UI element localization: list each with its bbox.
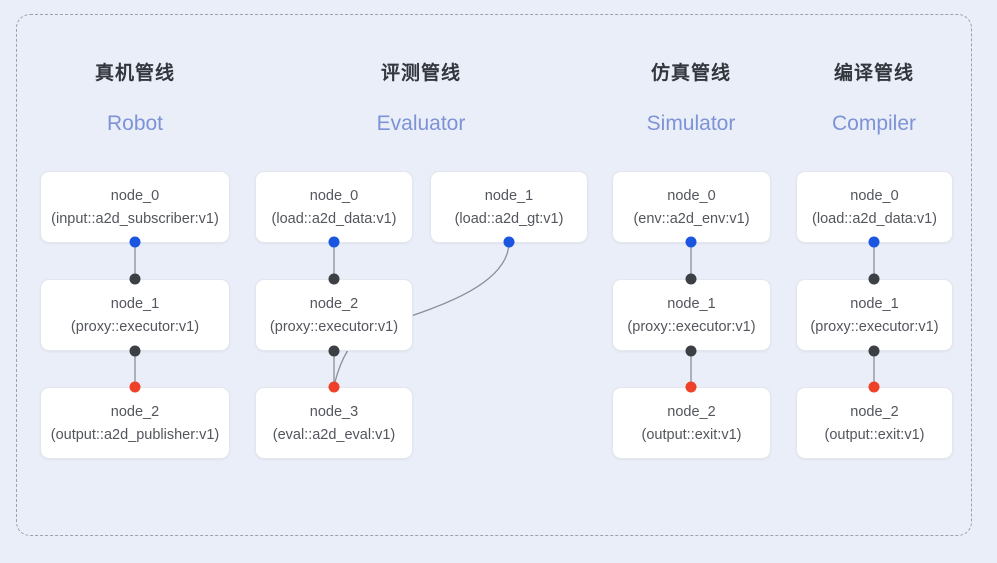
port-out-simulator-node_1[interactable] — [685, 345, 697, 357]
node-label-name: node_0 — [850, 187, 899, 204]
port-in-compiler-node_1[interactable] — [868, 273, 880, 285]
node-label-spec: (proxy::executor:v1) — [627, 318, 756, 335]
node-label-spec: (load::a2d_data:v1) — [812, 210, 937, 227]
node-robot-node_1[interactable]: node_1 (proxy::executor:v1) — [40, 279, 230, 351]
port-out-robot-node_1[interactable] — [129, 345, 141, 357]
port-in-simulator-node_2[interactable] — [685, 381, 697, 393]
node-label-name: node_0 — [309, 187, 359, 204]
node-simulator-node_2[interactable]: node_2 (output::exit:v1) — [612, 387, 771, 459]
node-simulator-node_0[interactable]: node_0 (env::a2d_env:v1) — [612, 171, 771, 243]
port-in-simulator-node_1[interactable] — [685, 273, 697, 285]
node-evaluator-node_2[interactable]: node_2 (proxy::executor:v1) — [255, 279, 413, 351]
port-out-evaluator-node_0[interactable] — [328, 236, 340, 248]
port-in-compiler-node_2[interactable] — [868, 381, 880, 393]
node-label-name: node_2 — [309, 295, 359, 312]
node-evaluator-node_0[interactable]: node_0 (load::a2d_data:v1) — [255, 171, 413, 243]
node-label-spec: (output::exit:v1) — [824, 426, 925, 443]
node-evaluator-node_3[interactable]: node_3 (eval::a2d_eval:v1) — [255, 387, 413, 459]
node-label-name: node_1 — [667, 295, 716, 312]
node-simulator-node_1[interactable]: node_1 (proxy::executor:v1) — [612, 279, 771, 351]
node-label-name: node_3 — [309, 403, 359, 420]
port-in-evaluator-node_3[interactable] — [328, 381, 340, 393]
node-label-spec: (output::a2d_publisher:v1) — [50, 426, 220, 443]
port-out-evaluator-node_1[interactable] — [503, 236, 515, 248]
node-label-spec: (proxy::executor:v1) — [810, 318, 939, 335]
node-compiler-node_1[interactable]: node_1 (proxy::executor:v1) — [796, 279, 953, 351]
port-out-compiler-node_1[interactable] — [868, 345, 880, 357]
node-label-spec: (env::a2d_env:v1) — [633, 210, 750, 227]
port-in-evaluator-node_2[interactable] — [328, 273, 340, 285]
node-label-name: node_2 — [667, 403, 716, 420]
node-label-name: node_2 — [850, 403, 899, 420]
node-label-spec: (load::a2d_data:v1) — [271, 210, 397, 227]
node-label-spec: (eval::a2d_eval:v1) — [272, 426, 396, 443]
port-out-evaluator-node_2[interactable] — [328, 345, 340, 357]
node-label-spec: (output::exit:v1) — [641, 426, 742, 443]
node-label-name: node_1 — [484, 187, 534, 204]
node-compiler-node_0[interactable]: node_0 (load::a2d_data:v1) — [796, 171, 953, 243]
node-label-name: node_0 — [667, 187, 716, 204]
node-label-name: node_1 — [850, 295, 899, 312]
node-evaluator-node_1[interactable]: node_1 (load::a2d_gt:v1) — [430, 171, 588, 243]
port-in-robot-node_2[interactable] — [129, 381, 141, 393]
port-out-compiler-node_0[interactable] — [868, 236, 880, 248]
port-in-robot-node_1[interactable] — [129, 273, 141, 285]
dashed-container-frame — [16, 14, 972, 536]
node-robot-node_2[interactable]: node_2 (output::a2d_publisher:v1) — [40, 387, 230, 459]
node-robot-node_0[interactable]: node_0 (input::a2d_subscriber:v1) — [40, 171, 230, 243]
node-label-name: node_2 — [110, 403, 160, 420]
node-compiler-node_2[interactable]: node_2 (output::exit:v1) — [796, 387, 953, 459]
node-label-name: node_0 — [110, 187, 160, 204]
node-label-spec: (proxy::executor:v1) — [269, 318, 399, 335]
port-out-simulator-node_0[interactable] — [685, 236, 697, 248]
port-out-robot-node_0[interactable] — [129, 236, 141, 248]
node-label-spec: (input::a2d_subscriber:v1) — [51, 210, 219, 227]
node-label-spec: (proxy::executor:v1) — [70, 318, 200, 335]
node-label-spec: (load::a2d_gt:v1) — [454, 210, 564, 227]
node-label-name: node_1 — [110, 295, 160, 312]
